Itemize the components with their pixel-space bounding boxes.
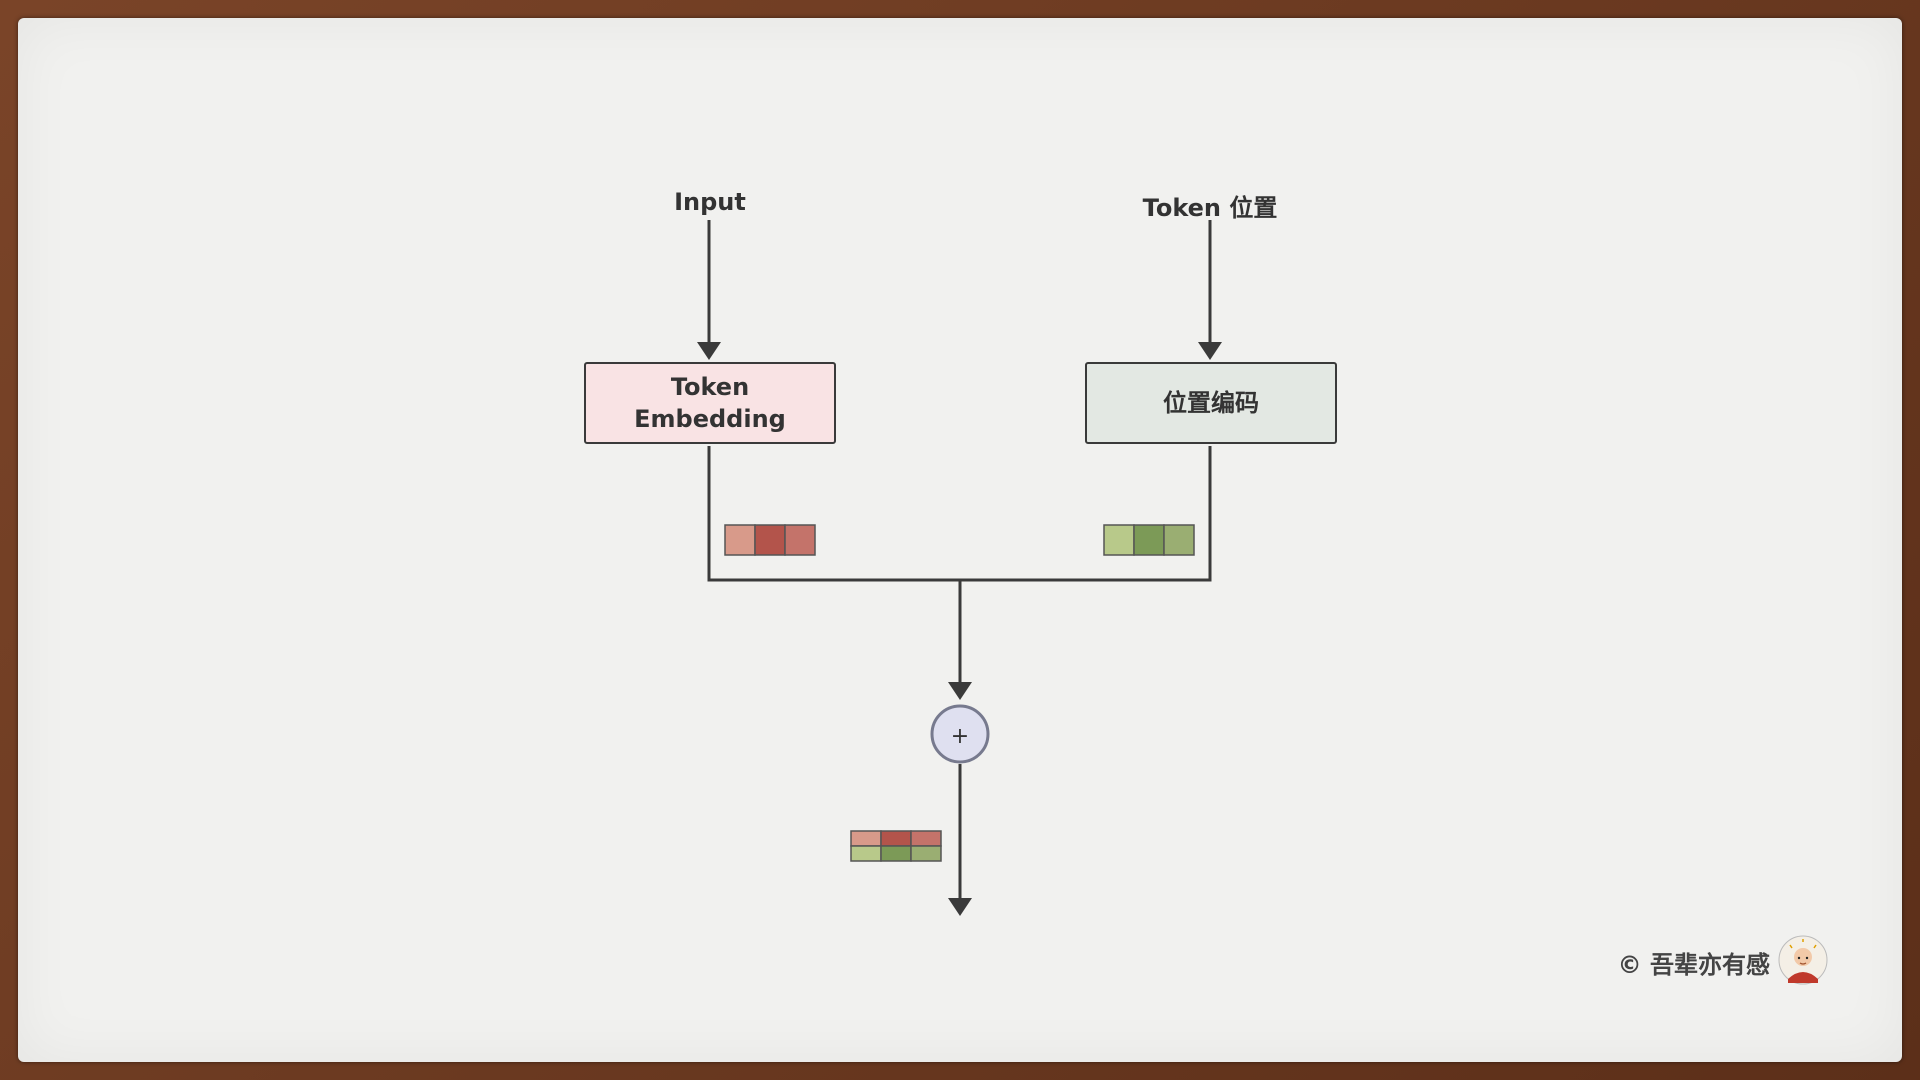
- input-label: Input: [674, 188, 746, 216]
- position-arrowhead: [1198, 342, 1222, 360]
- sum-vector-bottom-cell: [850, 845, 882, 862]
- position-encoding-label: 位置编码: [1163, 389, 1259, 417]
- token-embedding-box: Token Embedding: [584, 362, 836, 444]
- embedding-vector-cell: [754, 524, 786, 556]
- token-embedding-line2: Embedding: [634, 405, 786, 433]
- position-encoding-box: 位置编码: [1085, 362, 1337, 444]
- sum-vector-bottom-cell: [910, 845, 942, 862]
- embedding-vector: [724, 524, 816, 556]
- input-arrowhead: [697, 342, 721, 360]
- embedding-output-line: [707, 446, 960, 582]
- merge-arrowhead: [948, 682, 972, 700]
- position-output-line: [960, 446, 1212, 582]
- sum-vector-top-cell: [910, 830, 942, 847]
- sum-vector: [850, 830, 942, 862]
- output-arrowhead: [948, 898, 972, 916]
- position-vector: [1103, 524, 1195, 556]
- add-node-circle: [930, 704, 990, 764]
- embedding-vector-cell: [784, 524, 816, 556]
- position-label: Token 位置: [1142, 194, 1278, 222]
- sum-vector-bottom-cell: [880, 845, 912, 862]
- add-symbol: +: [951, 724, 969, 749]
- avatar-icon: [1778, 935, 1828, 985]
- copyright-watermark: © 吾辈亦有感: [1617, 951, 1770, 979]
- sum-vector-top-cell: [880, 830, 912, 847]
- token-embedding-line1: Token: [670, 373, 750, 401]
- position-vector-cell: [1133, 524, 1165, 556]
- sum-vector-top-cell: [850, 830, 882, 847]
- position-vector-cell: [1163, 524, 1195, 556]
- embedding-vector-cell: [724, 524, 756, 556]
- position-vector-cell: [1103, 524, 1135, 556]
